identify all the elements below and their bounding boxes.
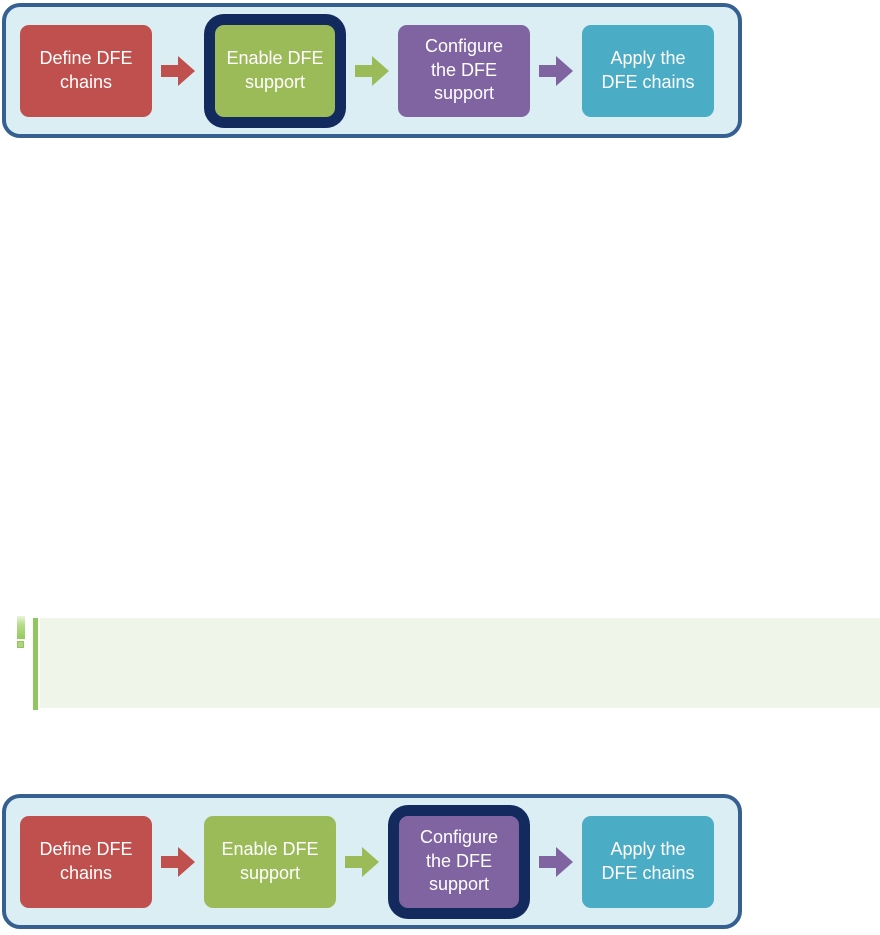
step-apply-dfe-chains: Apply the DFE chains (582, 815, 714, 908)
step-label: Apply the DFE chains (601, 47, 695, 92)
step-label: Apply the DFE chains (601, 838, 695, 883)
step-label: Define DFE chains (39, 838, 133, 883)
step-configure-dfe-support-current: Configure the DFE support (399, 815, 519, 908)
step-label: Enable DFE support (221, 838, 319, 883)
process-flow-bottom: Define DFE chains Enable DFE support Con… (2, 794, 742, 929)
arrow-right-red-icon (161, 55, 195, 86)
step-enable-dfe-support-current: Enable DFE support (215, 24, 335, 117)
step-label: Configure the DFE support (424, 35, 504, 104)
arrow-right-red-icon (161, 846, 195, 877)
exclamation-icon-dot (17, 641, 24, 648)
arrow-right-purple-icon (539, 846, 573, 877)
exclamation-icon-stem (17, 616, 25, 639)
step-label: Enable DFE support (226, 47, 324, 92)
note-text (40, 618, 880, 634)
highlight-border-current-step: Configure the DFE support (388, 804, 530, 919)
step-label: Configure the DFE support (419, 826, 499, 895)
step-apply-dfe-chains: Apply the DFE chains (582, 24, 714, 117)
arrow-right-green-icon (345, 846, 379, 877)
exclamation-icon (17, 616, 25, 648)
note-accent-bar (33, 618, 38, 710)
step-label: Define DFE chains (39, 47, 133, 92)
process-flow-top: Define DFE chains Enable DFE support Con… (2, 3, 742, 138)
step-define-dfe-chains: Define DFE chains (20, 815, 152, 908)
step-define-dfe-chains: Define DFE chains (20, 24, 152, 117)
highlight-border-current-step: Enable DFE support (204, 13, 346, 128)
arrow-right-green-icon (355, 55, 389, 86)
step-configure-dfe-support: Configure the DFE support (398, 24, 530, 117)
arrow-right-purple-icon (539, 55, 573, 86)
step-enable-dfe-support: Enable DFE support (204, 815, 336, 908)
note-box (40, 618, 880, 708)
